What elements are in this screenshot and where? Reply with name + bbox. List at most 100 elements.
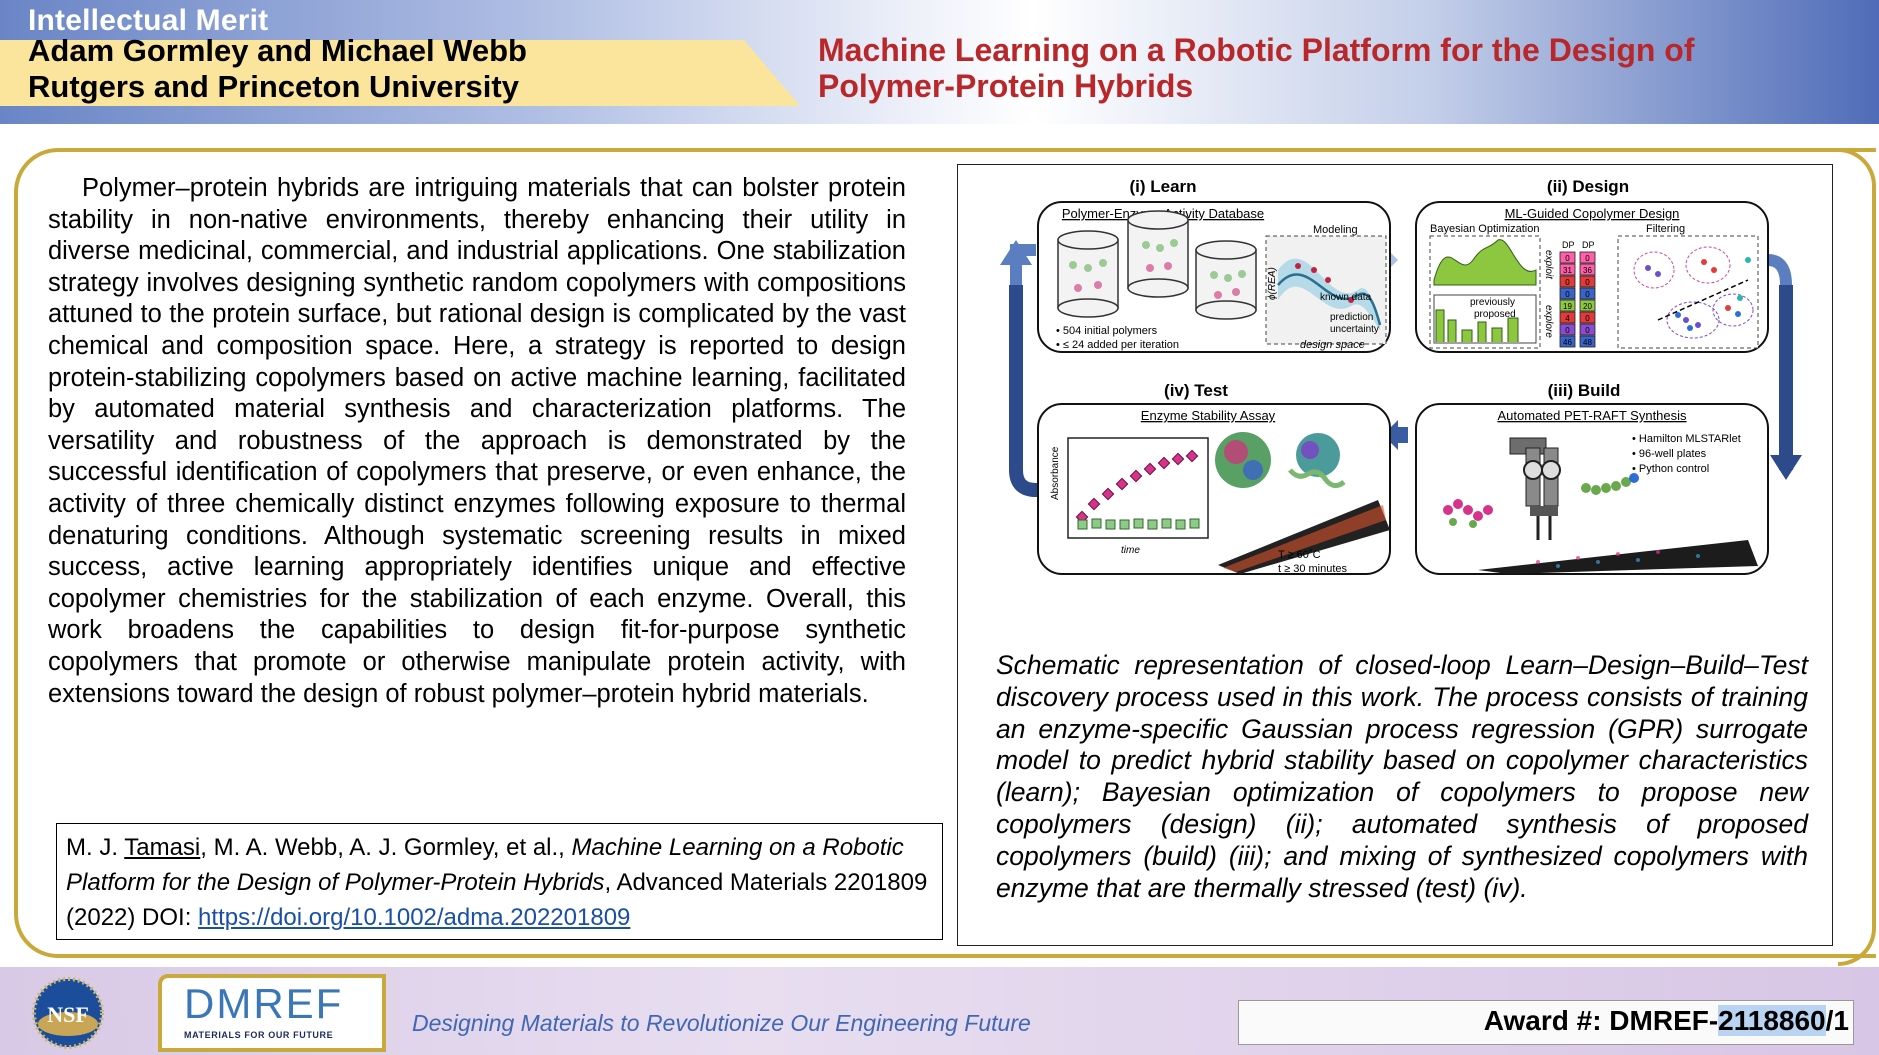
citation-journal: , Advanced Materials 2201809 (2022) DOI: xyxy=(66,869,928,931)
build-panel: (iii) Build Automated PET-RAFT Synthesis… xyxy=(1415,381,1769,575)
citation-authors-prefix: M. J. xyxy=(66,834,125,861)
figure-caption: Schematic representation of closed-loop … xyxy=(996,650,1808,903)
title-line-2: Polymer-Protein Hybrids xyxy=(818,68,1194,104)
dp-cell-left xyxy=(1559,299,1576,312)
build-bullet-2: • 96-well plates xyxy=(1632,448,1707,460)
dp-cell-left xyxy=(1559,287,1576,300)
dp-cell-left xyxy=(1559,323,1576,336)
protein-illustrations xyxy=(1215,432,1346,488)
dp-cell-right xyxy=(1579,323,1596,336)
test-subtitle: Enzyme Stability Assay xyxy=(1141,408,1276,423)
nsf-logo: NSF xyxy=(32,977,104,1049)
robot-arm-icon xyxy=(1509,437,1561,540)
explore-label: explore xyxy=(1543,305,1554,338)
award-number-highlight: 2118860 xyxy=(1718,1005,1826,1036)
build-bullet-3: • Python control xyxy=(1632,463,1709,475)
dmref-logo-tagline: MATERIALS FOR OUR FUTURE xyxy=(184,1030,334,1040)
bayes-label: Bayesian Optimization xyxy=(1430,223,1539,235)
dp-value-left: 19 xyxy=(1563,302,1572,311)
dp-value-left: 0 xyxy=(1565,326,1570,335)
dp-cell-right xyxy=(1579,275,1596,288)
modeling-label: Modeling xyxy=(1313,224,1358,236)
build-bullet-1: • Hamilton MLSTARlet xyxy=(1632,433,1741,445)
dp-value-left: 0 xyxy=(1565,278,1570,287)
proposed-label: proposed xyxy=(1474,309,1516,320)
citation-first-author: Tamasi xyxy=(124,834,201,861)
known-data-label: known data xyxy=(1320,292,1372,303)
absorbance-label: Absorbance xyxy=(1050,446,1061,500)
dp-cell-left xyxy=(1559,251,1576,264)
title-line-1: Machine Learning on a Robotic Platform f… xyxy=(818,32,1695,68)
institutions: Rutgers and Princeton University xyxy=(28,69,519,104)
nsf-logo-text: NSF xyxy=(47,1002,89,1027)
dp-cell-left xyxy=(1559,311,1576,324)
dp-value-left: 46 xyxy=(1563,338,1572,347)
dp-cell-right xyxy=(1579,251,1596,264)
time-label: time xyxy=(1121,545,1140,556)
learn-bullet-2: • ≤ 24 added per iteration xyxy=(1056,339,1179,351)
dp-value-right: 0 xyxy=(1585,326,1590,335)
dp-label-right: DP xyxy=(1582,240,1595,250)
prediction-label: prediction xyxy=(1330,312,1373,323)
dp-cell-left xyxy=(1559,275,1576,288)
award-prefix: Award #: DMREF- xyxy=(1483,1005,1719,1036)
dp-value-right: 0 xyxy=(1585,254,1590,263)
cluster-plot xyxy=(1633,246,1754,339)
footer-tagline: Designing Materials to Revolutionize Our… xyxy=(412,1010,1031,1036)
dp-columns: DP DP 0 31 0 0 19 4 0 46 0 36 0 0 20 0 0 48 xyxy=(1559,240,1596,348)
dp-value-right: 0 xyxy=(1585,278,1590,287)
design-space-label: design space xyxy=(1300,339,1365,351)
dp-value-left: 4 xyxy=(1565,314,1570,323)
dp-value-right: 0 xyxy=(1585,290,1590,299)
dp-value-left: 0 xyxy=(1565,290,1570,299)
dp-cell-right xyxy=(1579,263,1596,276)
test-panel: (iv) Test Enzyme Stability Assay Absorba… xyxy=(1037,381,1391,575)
citation-title: Machine Learning on a Robotic Platform f… xyxy=(66,834,904,896)
dp-cell-left xyxy=(1559,335,1576,348)
award-number: Award #: DMREF-2118860/1 xyxy=(1484,1005,1853,1037)
dp-cell-right xyxy=(1579,335,1596,348)
citation-authors-suffix: , M. A. Webb, A. J. Gormley, et al., xyxy=(200,834,572,861)
learn-bullet-1: • 504 initial polymers xyxy=(1056,325,1158,337)
design-subtitle: ML-Guided Copolymer Design xyxy=(1505,206,1680,221)
minutes-label: t ≥ 30 minutes xyxy=(1278,563,1348,575)
dp-value-right: 20 xyxy=(1583,302,1592,311)
previously-label: previously xyxy=(1470,297,1515,308)
closed-loop-schematic: (i) Learn Polymer-Enzyme Activity Databa… xyxy=(1000,177,1802,575)
build-title: (iii) Build xyxy=(1548,381,1621,400)
exploit-label: exploit xyxy=(1543,250,1554,280)
citation-box: M. J. Tamasi, M. A. Webb, A. J. Gormley,… xyxy=(56,823,943,940)
dp-value-right: 48 xyxy=(1583,338,1592,347)
dp-label-left: DP xyxy=(1562,240,1575,250)
page-title: Machine Learning on a Robotic Platform f… xyxy=(818,32,1818,104)
dp-value-left: 31 xyxy=(1563,266,1572,275)
dp-cell-right xyxy=(1579,299,1596,312)
doi-link[interactable]: https://doi.org/10.1002/adma.202201809 xyxy=(198,904,631,931)
dp-cell-right xyxy=(1579,287,1596,300)
award-suffix: /1 xyxy=(1825,1005,1849,1036)
learn-title: (i) Learn xyxy=(1129,177,1196,196)
temperature-label: T ≥ 60˚C xyxy=(1278,549,1321,561)
dp-cell-right xyxy=(1579,311,1596,324)
build-subtitle: Automated PET-RAFT Synthesis xyxy=(1497,408,1687,423)
dp-value-right: 0 xyxy=(1585,314,1590,323)
abstract-text: Polymer–protein hybrids are intriguing m… xyxy=(48,174,906,708)
dmref-logo: DMREF MATERIALS FOR OUR FUTURE xyxy=(158,974,386,1052)
dmref-logo-word: DMREF xyxy=(184,980,344,1027)
dp-cell-left xyxy=(1559,263,1576,276)
test-title: (iv) Test xyxy=(1164,381,1228,400)
dp-value-left: 0 xyxy=(1565,254,1570,263)
award-box: Award #: DMREF-2118860/1 xyxy=(1238,1000,1854,1045)
uncertainty-label: uncertainty xyxy=(1330,324,1379,335)
authors: Adam Gormley and Michael Webb xyxy=(28,33,527,68)
author-band xyxy=(0,40,800,106)
design-panel: (ii) Design ML-Guided Copolymer Design B… xyxy=(1415,177,1769,353)
design-title: (ii) Design xyxy=(1547,177,1629,196)
dp-value-right: 36 xyxy=(1583,266,1592,275)
header-banner: Intellectual Merit Adam Gormley and Mich… xyxy=(0,0,1879,124)
filtering-label: Filtering xyxy=(1646,223,1685,235)
section-label: Intellectual Merit xyxy=(28,4,269,37)
rea-axis-label: ϕ(REA) xyxy=(1267,267,1278,300)
learn-panel: (i) Learn Polymer-Enzyme Activity Databa… xyxy=(1037,177,1391,353)
database-icons xyxy=(1057,210,1257,320)
